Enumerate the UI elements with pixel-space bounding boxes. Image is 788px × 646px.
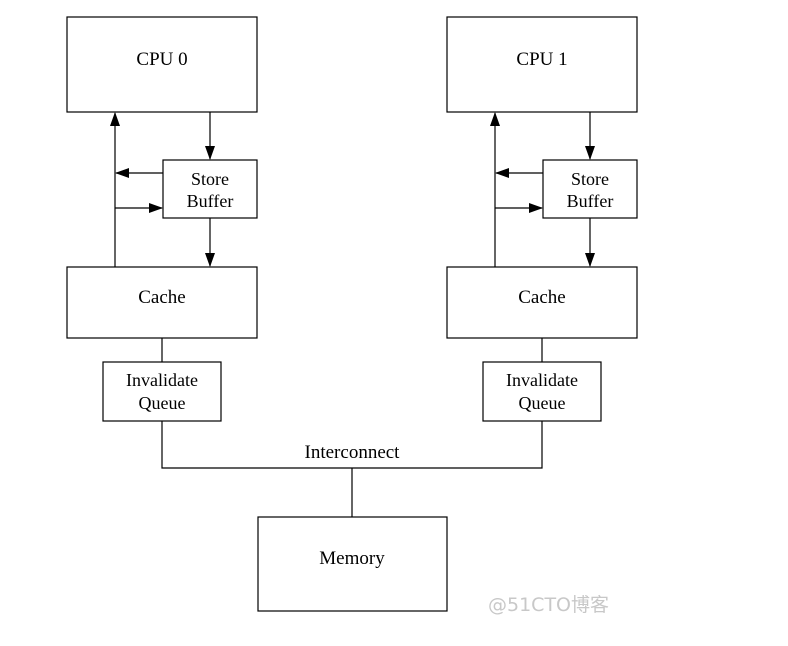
- cpu0-invalidate-queue-label-line1: Invalidate: [126, 370, 198, 390]
- memory-box: [257, 516, 448, 612]
- cpu1-invalidate-queue-box: [482, 361, 602, 422]
- cpu0-box: [66, 16, 258, 113]
- cpu0-store-buffer-box: [162, 159, 258, 219]
- memory-label: Memory: [319, 548, 385, 569]
- cpu1-store-buffer-box: [542, 159, 638, 219]
- cpu0-group: CPU 0 Store Buffer Cache Invalidate Queu…: [66, 16, 258, 422]
- cpu1-cache-box: [446, 266, 638, 339]
- cpu1-group: CPU 1 Store Buffer Cache Invalidate Queu…: [446, 16, 638, 422]
- cpu1-invalidate-queue-label-line1: Invalidate: [506, 370, 578, 390]
- cpu0-cache-label: Cache: [138, 287, 185, 308]
- cpu0-cache-box: [66, 266, 258, 339]
- cpu1-store-buffer-label-line1: Store: [571, 169, 609, 189]
- cpu0-store-buffer-label-line2: Buffer: [187, 191, 234, 211]
- interconnect-group: Interconnect Memory: [161, 421, 543, 612]
- cpu1-cache-label: Cache: [518, 287, 565, 308]
- cpu1-label: CPU 1: [516, 49, 567, 70]
- watermark-text: @51CTO博客: [488, 594, 609, 616]
- cpu0-store-buffer-label-line1: Store: [191, 169, 229, 189]
- cpu1-store-buffer-label-line2: Buffer: [567, 191, 614, 211]
- cpu1-box: [446, 16, 638, 113]
- cpu0-invalidate-queue-box: [102, 361, 222, 422]
- cpu0-label: CPU 0: [136, 49, 187, 70]
- interconnect-label: Interconnect: [305, 442, 401, 463]
- cpu1-invalidate-queue-label-line2: Queue: [519, 393, 566, 413]
- cpu0-invalidate-queue-label-line2: Queue: [139, 393, 186, 413]
